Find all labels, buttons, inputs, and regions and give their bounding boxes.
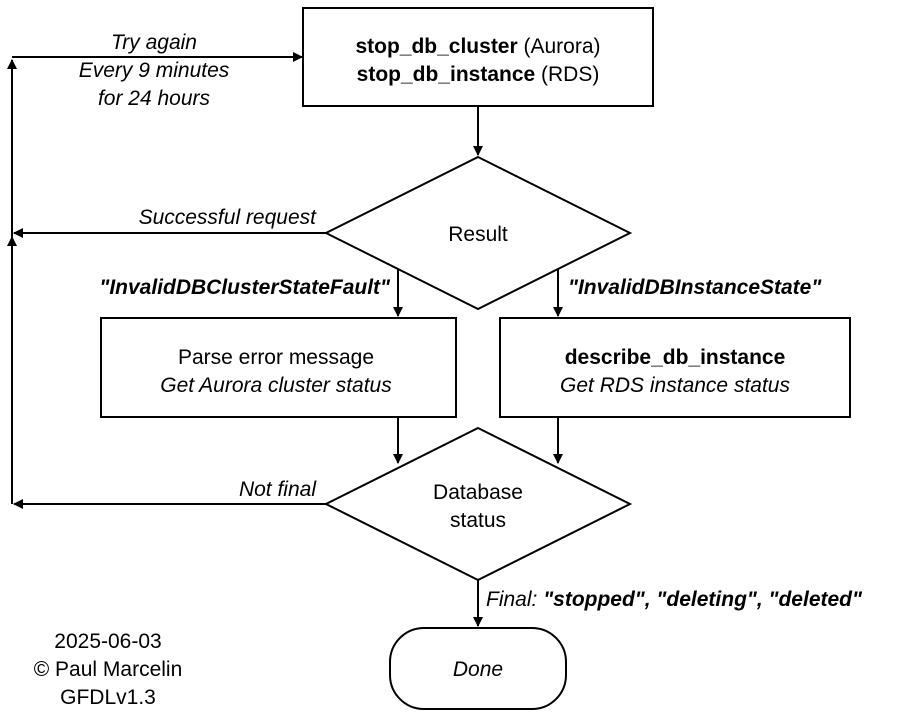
credit-author: © Paul Marcelin <box>34 658 183 681</box>
not-final-label: Not final <box>239 478 317 501</box>
done-terminal <box>389 627 567 710</box>
result-diamond <box>323 155 633 311</box>
status-diamond <box>323 426 633 582</box>
cluster-fault-label: "InvalidDBClusterStateFault" <box>99 276 391 299</box>
retry-line3: for 24 hours <box>98 87 211 110</box>
stop-db-cluster-label: stop_db_cluster (Aurora) <box>355 35 600 58</box>
credit-date: 2025-06-03 <box>54 630 161 653</box>
result-label: Result <box>448 223 508 246</box>
stop-db-box <box>302 7 654 107</box>
retry-line1: Try again <box>111 31 197 54</box>
describe-instance-line2: Get RDS instance status <box>560 374 790 397</box>
status-line2: status <box>450 509 506 532</box>
retry-line2: Every 9 minutes <box>79 59 230 82</box>
parse-error-line1: Parse error message <box>178 346 374 369</box>
status-line1: Database <box>433 481 523 504</box>
parse-error-box <box>100 317 457 418</box>
describe-instance-line1: describe_db_instance <box>565 346 786 369</box>
stop-db-instance-label: stop_db_instance (RDS) <box>357 63 600 86</box>
final-label: Final: "stopped", "deleting", "deleted" <box>486 588 863 611</box>
describe-instance-box <box>499 317 851 418</box>
parse-error-line2: Get Aurora cluster status <box>160 374 392 397</box>
success-label: Successful request <box>139 206 318 229</box>
done-label: Done <box>453 658 503 681</box>
instance-fault-label: "InvalidDBInstanceState" <box>568 276 822 299</box>
credit-license: GFDLv1.3 <box>60 686 156 709</box>
